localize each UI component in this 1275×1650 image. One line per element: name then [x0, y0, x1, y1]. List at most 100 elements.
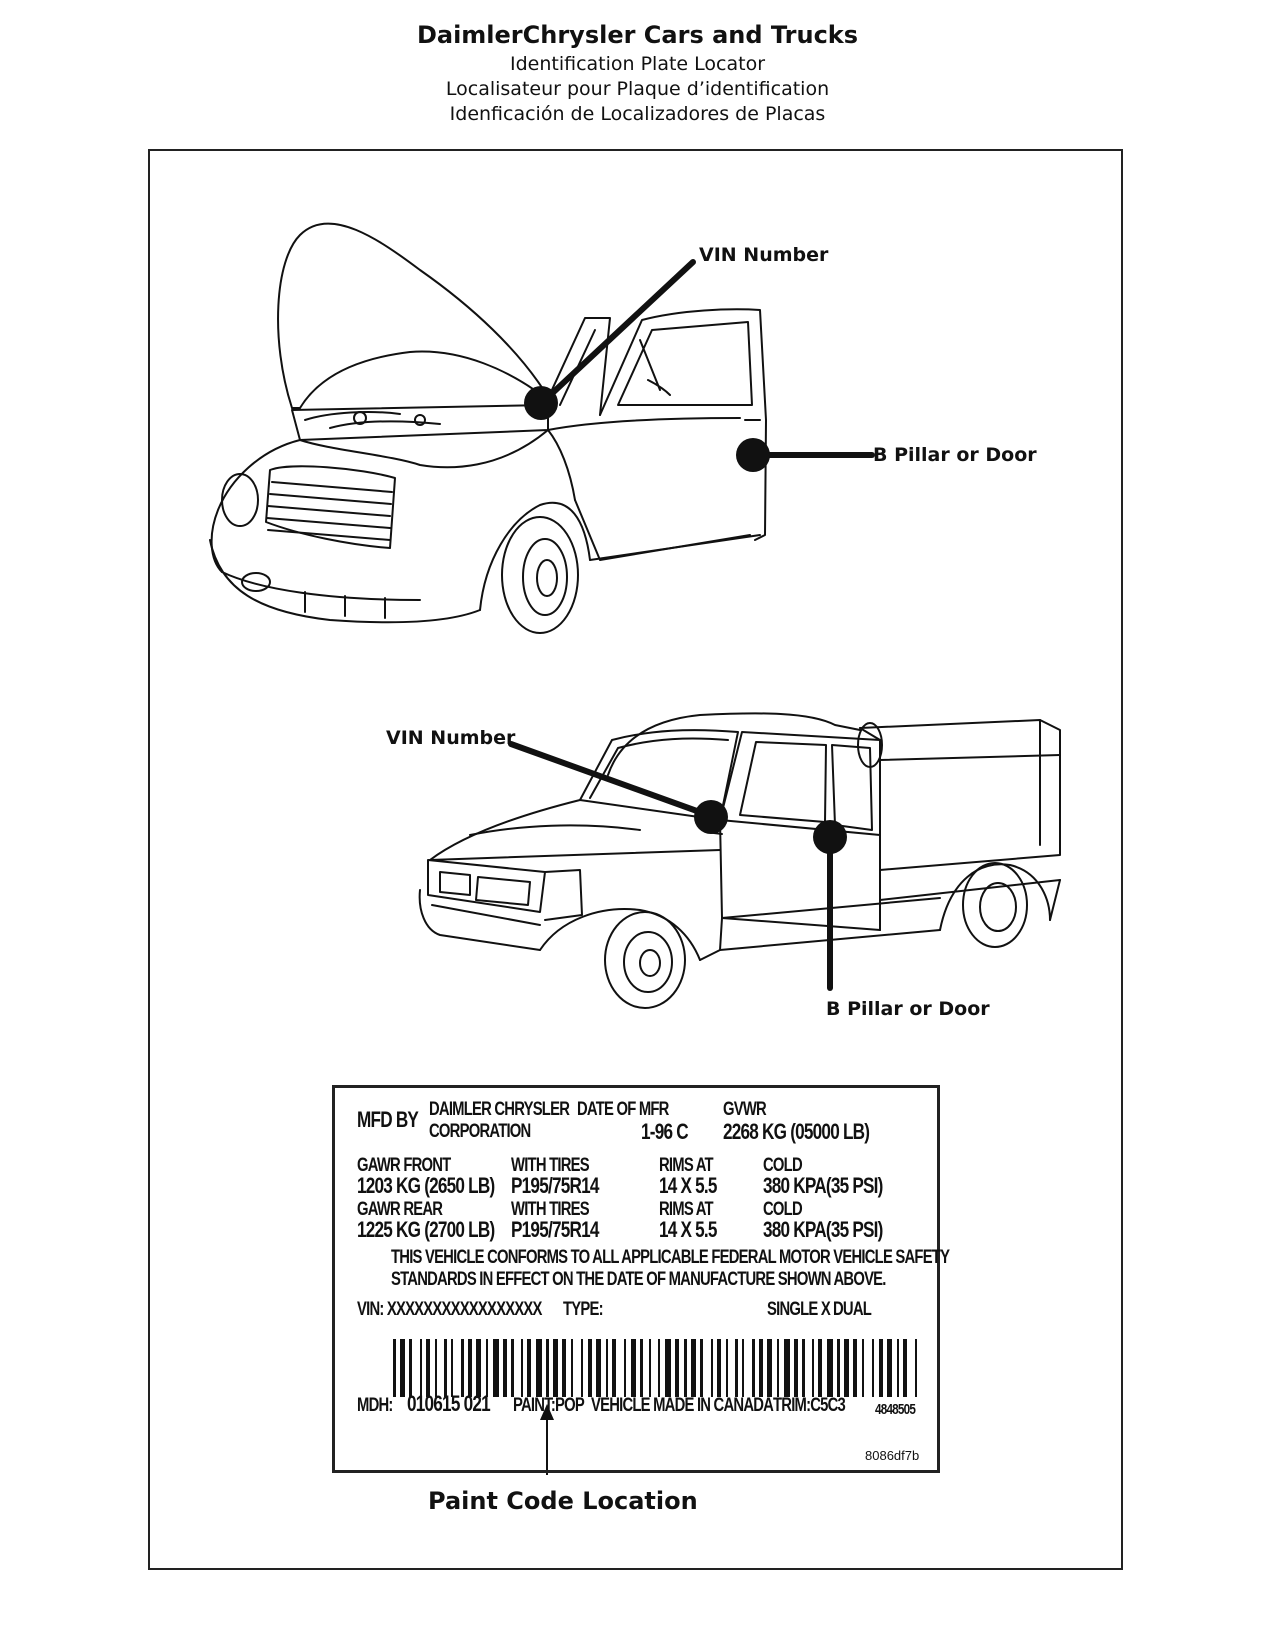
barcode-bar	[837, 1339, 840, 1397]
barcode-bar	[486, 1339, 488, 1397]
mfd-line-1: DAIMLER CHRYSLER	[429, 1099, 570, 1120]
barcode	[393, 1339, 917, 1397]
gvwr-label: GVWR	[723, 1099, 767, 1120]
barcode-bar	[606, 1339, 608, 1397]
barcode-bar	[675, 1339, 679, 1397]
front-rims-value: 14 X 5.5	[659, 1173, 717, 1198]
rear-rims-label: RIMS AT	[659, 1199, 714, 1220]
single-option: SINGLE X	[767, 1299, 831, 1320]
car-pillar-marker	[736, 438, 770, 472]
barcode-bar	[476, 1339, 481, 1397]
barcode-bar	[700, 1339, 703, 1397]
page-title: DaimlerChrysler Cars and Trucks	[416, 21, 859, 49]
truck-pillar-marker	[813, 820, 847, 854]
subtitle-spanish: Idenficación de Localizadores de Placas	[449, 103, 826, 125]
type-label: TYPE:	[563, 1299, 604, 1320]
barcode-bar	[451, 1339, 453, 1397]
barcode-bar	[511, 1339, 514, 1397]
mdh-value: 010615 021	[407, 1391, 491, 1416]
car-illustration	[209, 222, 767, 634]
barcode-bar	[717, 1339, 721, 1397]
rear-tires-value: P195/75R14	[511, 1217, 599, 1242]
barcode-bar	[624, 1339, 626, 1397]
gawr-front-value: 1203 KG (2650 LB)	[357, 1173, 495, 1198]
diagram-frame	[148, 149, 1123, 1570]
barcode-bar	[426, 1339, 430, 1397]
barcode-bar	[691, 1339, 696, 1397]
truck-vin-marker	[694, 800, 728, 834]
barcode-bar	[742, 1339, 744, 1397]
barcode-bar	[726, 1339, 728, 1397]
barcode-bar	[658, 1339, 660, 1397]
barcode-bar	[631, 1339, 636, 1397]
gawr-rear-label: GAWR REAR	[357, 1199, 443, 1220]
barcode-bar	[468, 1339, 472, 1397]
dual-option: DUAL	[833, 1299, 872, 1320]
conformity-line-1: THIS VEHICLE CONFORMS TO ALL APPLICABLE …	[391, 1247, 950, 1268]
barcode-bar	[571, 1339, 573, 1397]
barcode-bar	[521, 1339, 523, 1397]
paint-code-arrow	[540, 1404, 554, 1475]
barcode-bar	[711, 1339, 713, 1397]
date-of-mfr-value: 1-96 C	[641, 1119, 689, 1144]
car-vin-leader	[542, 259, 696, 403]
barcode-bar	[393, 1339, 396, 1397]
barcode-bar	[827, 1339, 833, 1397]
barcode-bar	[759, 1339, 763, 1397]
barcode-bar	[596, 1339, 601, 1397]
made-in-field: VEHICLE MADE IN CANADA	[591, 1395, 774, 1416]
mfd-by-label: MFD BY	[357, 1107, 419, 1132]
front-tires-label: WITH TIRES	[511, 1155, 590, 1176]
car-vin-label: VIN Number	[699, 244, 829, 266]
truck-vin-label: VIN Number	[386, 727, 516, 749]
barcode-bar	[784, 1339, 790, 1397]
car-vin-marker	[524, 386, 558, 420]
front-cold-value: 380 KPA(35 PSI)	[763, 1173, 883, 1198]
barcode-bar	[493, 1339, 499, 1397]
mdh-label: MDH:	[357, 1395, 393, 1416]
barcode-bar	[897, 1339, 899, 1397]
gvwr-value: 2268 KG (05000 LB)	[723, 1119, 870, 1144]
barcode-bar	[581, 1339, 583, 1397]
barcode-bar	[503, 1339, 507, 1397]
barcode-bar	[887, 1339, 892, 1397]
barcode-bar	[752, 1339, 755, 1397]
barcode-bar	[400, 1339, 405, 1397]
subtitle-french: Localisateur pour Plaque d’identificatio…	[445, 78, 830, 100]
figure-id: 8086df7b	[865, 1448, 920, 1463]
gawr-front-label: GAWR FRONT	[357, 1155, 451, 1176]
barcode-bar	[588, 1339, 592, 1397]
barcode-bar	[812, 1339, 814, 1397]
barcode-bar	[853, 1339, 857, 1397]
subtitle-english: Identification Plate Locator	[509, 53, 766, 75]
barcode-bar	[794, 1339, 798, 1397]
barcode-bar	[435, 1339, 437, 1397]
barcode-bar	[777, 1339, 779, 1397]
barcode-bar	[409, 1339, 412, 1397]
barcode-bar	[844, 1339, 849, 1397]
barcode-bar	[665, 1339, 671, 1397]
truck-b-pillar-label: B Pillar or Door	[826, 998, 990, 1020]
date-of-mfr-label: DATE OF MFR	[577, 1099, 669, 1120]
rear-rims-value: 14 X 5.5	[659, 1217, 717, 1242]
barcode-bar	[735, 1339, 738, 1397]
truck-illustration	[418, 712, 1061, 1009]
barcode-bar	[461, 1339, 464, 1397]
header: DaimlerChrysler Cars and Trucks Identifi…	[0, 18, 1275, 127]
barcode-bar	[818, 1339, 822, 1397]
front-rims-label: RIMS AT	[659, 1155, 714, 1176]
barcode-bar	[767, 1339, 772, 1397]
barcode-bar	[903, 1339, 907, 1397]
barcode-bar	[879, 1339, 883, 1397]
paint-field: PAINT:POP	[513, 1395, 585, 1416]
barcode-bar	[420, 1339, 422, 1397]
barcode-bar	[802, 1339, 805, 1397]
car-b-pillar-label: B Pillar or Door	[873, 444, 1037, 466]
barcode-bar	[562, 1339, 566, 1397]
rear-tires-label: WITH TIRES	[511, 1199, 590, 1220]
barcode-bar	[640, 1339, 643, 1397]
truck-vin-leader	[508, 741, 711, 818]
gawr-rear-value: 1225 KG (2700 LB)	[357, 1217, 495, 1242]
barcode-bar	[872, 1339, 874, 1397]
barcode-bar	[862, 1339, 864, 1397]
